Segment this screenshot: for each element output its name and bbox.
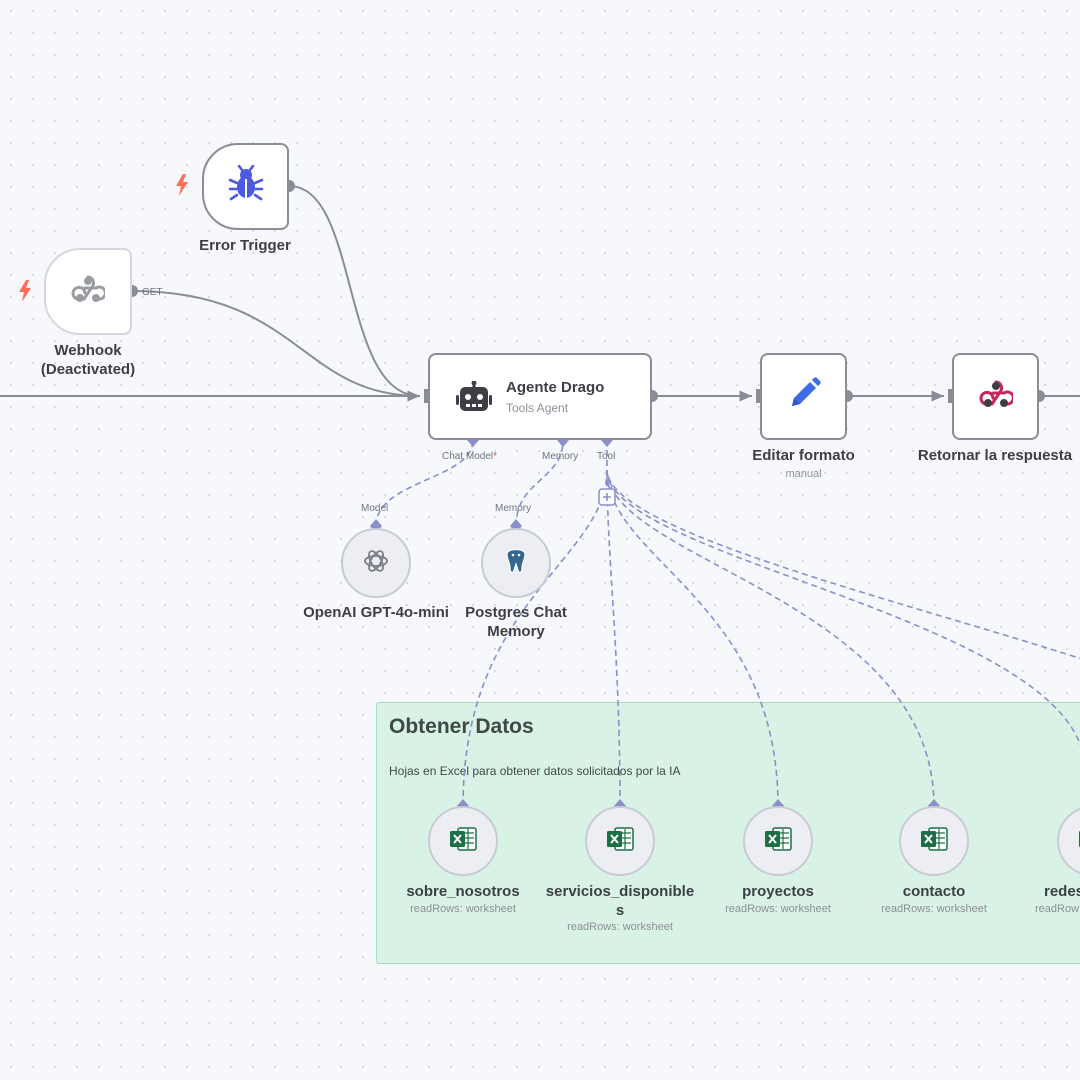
excel-icon [606,826,634,857]
connection-tool-proyectos[interactable] [606,469,779,807]
bug-icon [227,164,265,208]
postgres-label: Postgres Chat Memory [465,604,567,640]
node-tool-contacto[interactable] [899,806,969,876]
webhook-icon [71,272,107,311]
node-tool-sobre-nosotros[interactable] [428,806,498,876]
tool-redes-clip: redes readRow [1030,790,1080,950]
webhook-icon [979,377,1015,416]
agent-port-chat-model-label: Chat Model* [442,451,498,462]
error-trigger-label: Error Trigger [199,237,291,254]
postgres-port-label: Memory [495,503,532,514]
excel-icon [764,826,792,857]
node-postgres-memory[interactable] [481,528,551,598]
node-tool-proyectos[interactable] [743,806,813,876]
node-tool-redes[interactable] [1057,806,1080,876]
retornar-input-handle[interactable] [948,389,953,403]
node-retornar-respuesta[interactable] [952,353,1039,440]
node-editar-formato[interactable] [760,353,847,440]
tool-sobre-nosotros-label: sobre_nosotros [406,883,520,900]
tool-redes-label: redes [1044,883,1080,900]
agent-port-memory-label: Memory [542,451,579,462]
node-agente-drago[interactable]: Agente Drago Tools Agent [428,353,652,440]
node-webhook[interactable] [44,248,132,335]
connection-tool-extra[interactable] [606,469,1080,660]
lightning-bolt-icon [18,280,32,308]
tool-proyectos-sublabel: readRows: worksheet [725,903,831,915]
webhook-get-label: GET [142,287,163,298]
editar-formato-sublabel: manual [785,468,822,480]
postgres-elephant-icon [501,546,531,581]
robot-icon [456,380,492,418]
node-tool-servicios-disponibles[interactable] [585,806,655,876]
tool-contacto-label: contacto [902,883,966,900]
connection-tool-servicios[interactable] [606,469,621,807]
agent-input-handle[interactable] [424,389,429,403]
retornar-label: Retornar la respuesta [917,447,1073,464]
connection-postgres-to-agent[interactable] [515,439,564,527]
agent-port-tool-label: Tool [597,451,616,462]
excel-icon [920,826,948,857]
openai-label: OpenAI GPT-4o-mini [303,604,449,621]
connection-tool-contacto[interactable] [606,469,935,807]
tool-redes-sublabel: readRow [1035,903,1080,915]
tool-servicios-label: servicios_disponible s [545,883,695,919]
editar-input-handle[interactable] [756,389,761,403]
pencil-icon [785,375,823,418]
tool-servicios-sublabel: readRows: worksheet [567,921,673,933]
tool-contacto-sublabel: readRows: worksheet [881,903,987,915]
node-error-trigger[interactable] [202,143,289,230]
openai-port-label: Model [361,503,389,514]
agent-subtitle: Tools Agent [506,401,569,415]
connection-openai-to-agent[interactable] [375,439,474,527]
sticky-note-description: Hojas en Excel para obtener datos solici… [389,764,681,778]
add-tool-button[interactable] [598,488,616,506]
agent-title: Agente Drago [506,379,605,396]
connection-webhook-to-agent[interactable] [131,290,421,397]
connection-tool-redes[interactable] [606,469,1080,770]
connection-error-trigger-to-agent[interactable] [288,185,421,397]
tool-proyectos-label: proyectos [742,883,814,900]
connection-tool-sobre-nosotros[interactable] [462,469,608,807]
excel-icon [449,826,477,857]
sticky-note-title: Obtener Datos [389,715,534,738]
editar-formato-label: Editar formato [752,447,855,464]
openai-icon [362,547,390,580]
node-openai-gpt[interactable] [341,528,411,598]
lightning-bolt-icon [175,174,189,202]
tool-sobre-nosotros-sublabel: readRows: worksheet [410,903,516,915]
webhook-label: Webhook (Deactivated) [40,342,136,378]
